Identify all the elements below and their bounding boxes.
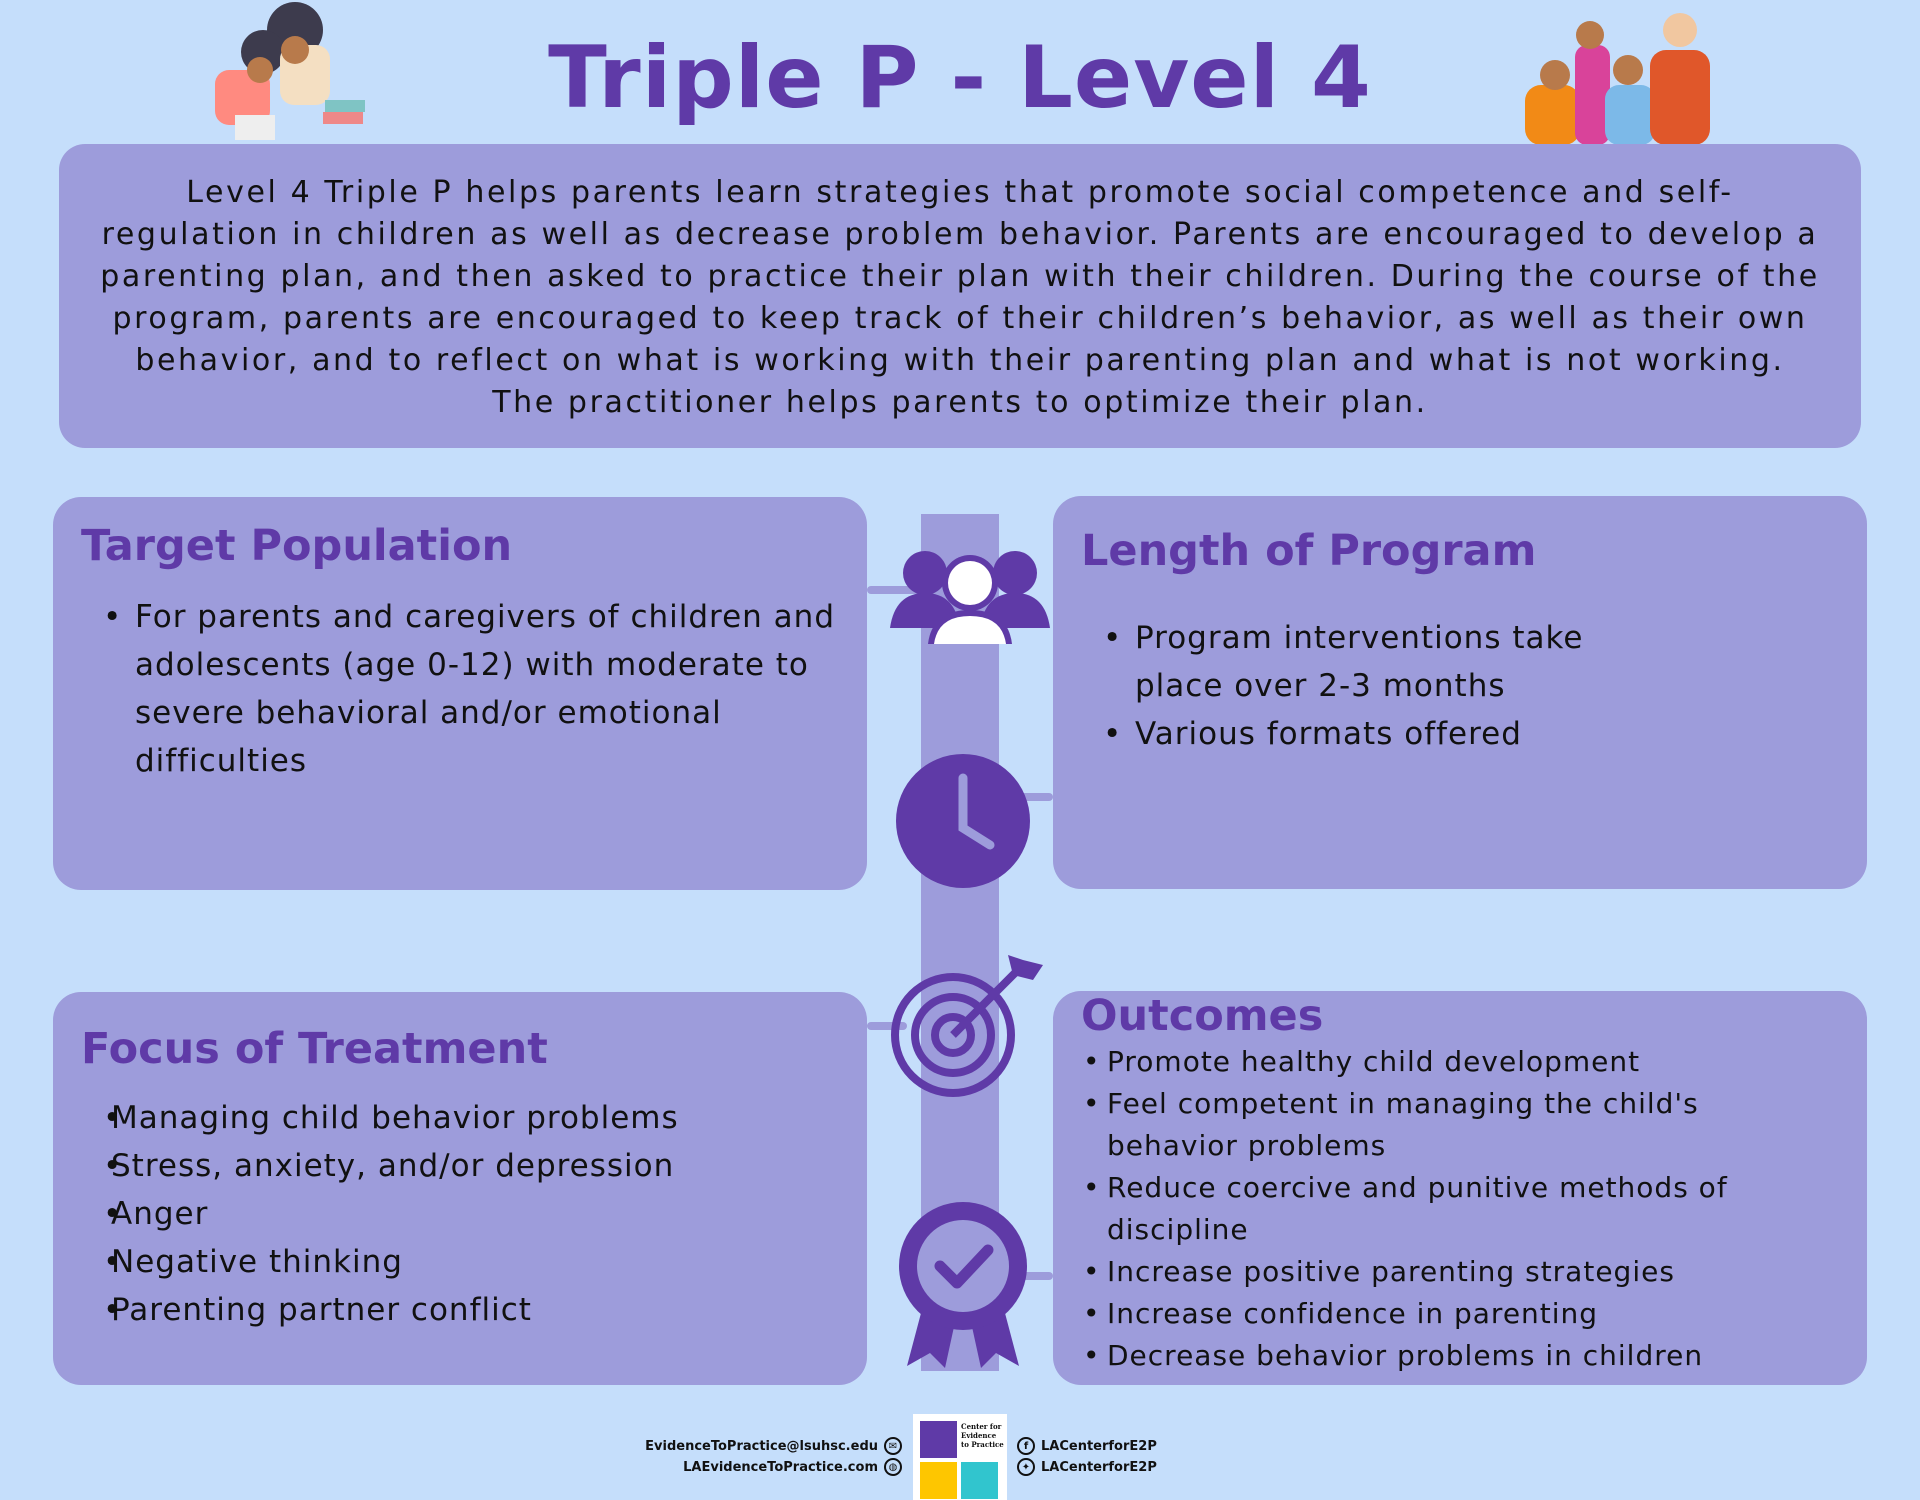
outcomes-heading: Outcomes [1081, 991, 1324, 1041]
list-item: Decrease behavior problems in children [1081, 1335, 1839, 1377]
clock-icon [896, 754, 1030, 888]
email-contact[interactable]: EvidenceToPractice@lsuhsc.edu ✉ [645, 1437, 902, 1455]
list-item: Stress, anxiety, and/or depression [81, 1142, 839, 1190]
intro-description: Level 4 Triple P helps parents learn str… [59, 144, 1861, 448]
parent-child-reading-illustration [215, 2, 365, 140]
list-item: For parents and caregivers of children a… [81, 593, 839, 785]
center-for-evidence-logo: Center for Evidence to Practice [913, 1414, 1007, 1500]
list-item: Reduce coercive and punitive methods of … [1081, 1167, 1839, 1251]
twitter-icon: ✦ [1017, 1458, 1035, 1476]
mail-icon: ✉ [884, 1437, 902, 1455]
facebook-handle[interactable]: LACenterforE2P [1041, 1438, 1157, 1454]
length-of-program-card: Length of Program Program interventions … [1053, 496, 1867, 889]
globe-icon: ◍ [884, 1458, 902, 1476]
list-item: Increase confidence in parenting [1081, 1293, 1839, 1335]
page-title: Triple P - Level 4 [548, 28, 1372, 128]
twitter-contact[interactable]: ✦ LACenterforE2P [1017, 1458, 1157, 1476]
connector [867, 1022, 907, 1030]
family-singing-illustration [1525, 13, 1710, 145]
website-contact[interactable]: LAEvidenceToPractice.com ◍ [683, 1458, 902, 1476]
target-population-heading: Target Population [81, 521, 513, 571]
list-item: Promote healthy child development [1081, 1041, 1839, 1083]
connector [867, 586, 927, 594]
facebook-contact[interactable]: f LACenterforE2P [1017, 1437, 1157, 1455]
facebook-icon: f [1017, 1437, 1035, 1455]
email-link[interactable]: EvidenceToPractice@lsuhsc.edu [645, 1438, 878, 1454]
target-population-card: Target Population For parents and caregi… [53, 497, 867, 890]
list-item: Managing child behavior problems [81, 1094, 839, 1142]
people-group-icon [890, 551, 1050, 644]
list-item: Various formats offered [1081, 710, 1839, 758]
outcomes-card: Outcomes Promote healthy child developme… [1053, 991, 1867, 1385]
list-item: Anger [81, 1190, 839, 1238]
list-item: Parenting partner conflict [81, 1286, 839, 1334]
focus-of-treatment-card: Focus of Treatment Managing child behavi… [53, 992, 867, 1385]
target-arrow-icon [891, 955, 1043, 1097]
focus-of-treatment-heading: Focus of Treatment [81, 1024, 548, 1074]
list-item: Increase positive parenting strategies [1081, 1251, 1839, 1293]
list-item: Program interventions take place over 2-… [1081, 614, 1839, 710]
twitter-handle[interactable]: LACenterforE2P [1041, 1459, 1157, 1475]
logo-text: Center for Evidence to Practice [961, 1422, 1004, 1449]
list-item: Feel competent in managing the child's b… [1081, 1083, 1839, 1167]
length-of-program-heading: Length of Program [1081, 526, 1537, 576]
award-badge-icon [899, 1202, 1027, 1368]
list-item: Negative thinking [81, 1238, 839, 1286]
website-link[interactable]: LAEvidenceToPractice.com [683, 1459, 878, 1475]
